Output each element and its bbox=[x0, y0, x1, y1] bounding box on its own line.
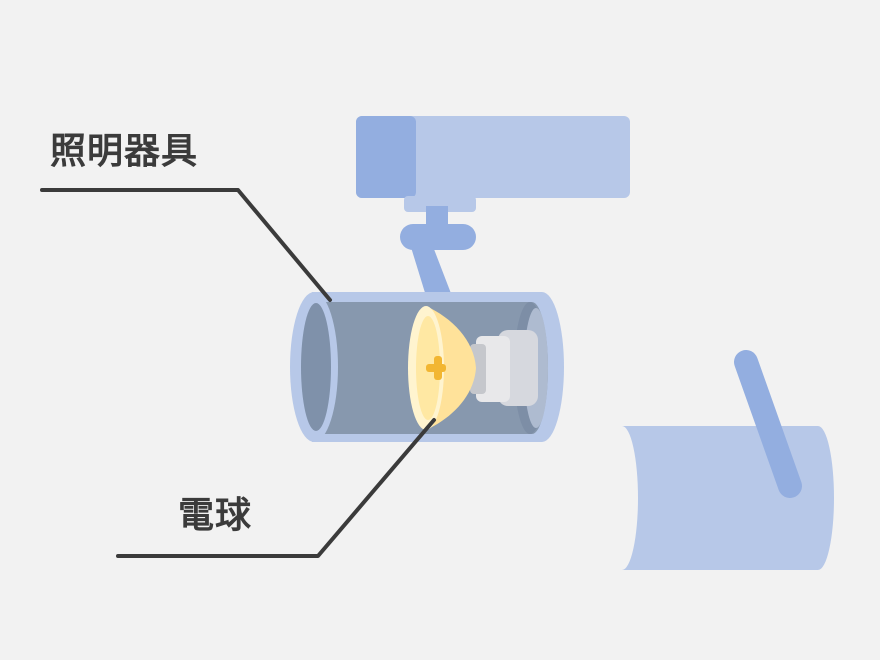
mounting-arm-icon bbox=[400, 206, 476, 296]
track-rail-icon bbox=[356, 116, 630, 212]
fixture-label: 照明器具 bbox=[50, 131, 199, 172]
second-spotlight-icon bbox=[622, 350, 834, 570]
bulb-leader-line bbox=[116, 418, 436, 558]
fixture-leader-line bbox=[40, 188, 332, 302]
light-bulb-icon bbox=[408, 306, 538, 430]
bulb-label: 電球 bbox=[178, 495, 253, 536]
